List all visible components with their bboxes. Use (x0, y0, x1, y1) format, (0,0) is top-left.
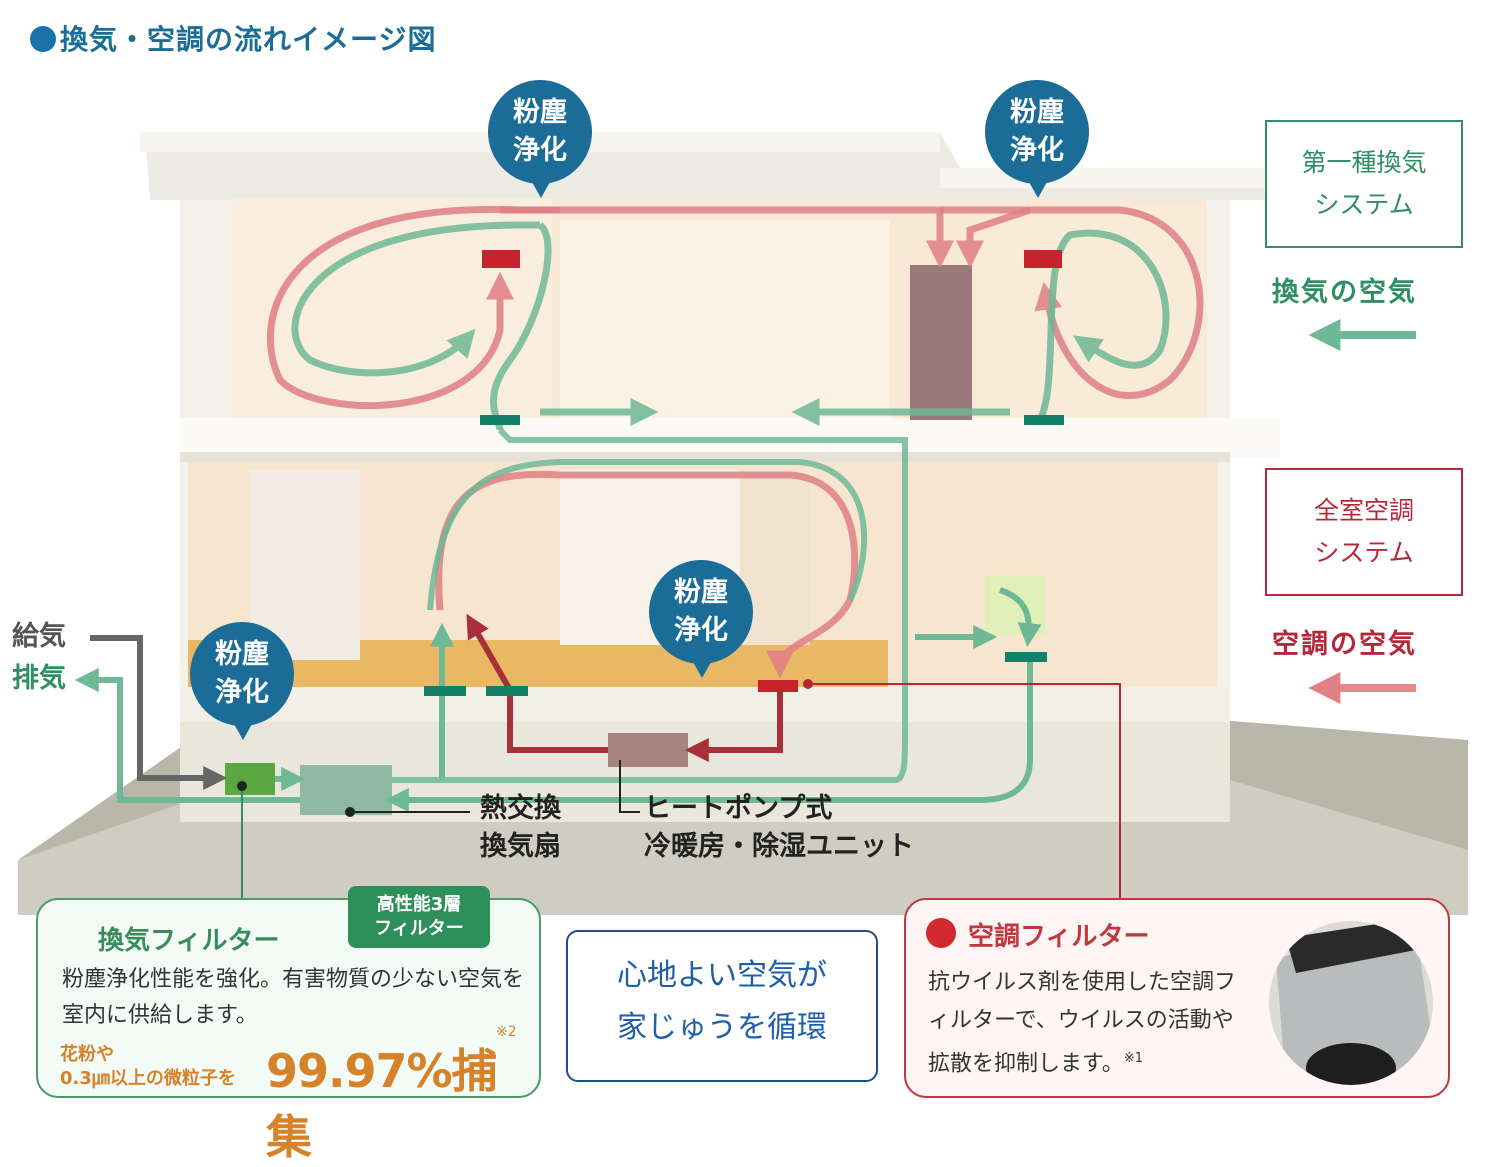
legend-ac-box: 全室空調 システム (1265, 468, 1463, 596)
dust-bubble-4: 粉塵浄化 (190, 622, 294, 740)
center-line2: 家じゅうを循環 (617, 1010, 827, 1045)
vent-red-lower (758, 680, 798, 692)
vent-flow-upper-right (1036, 229, 1170, 422)
ac-filter-body: 抗ウイルス剤を使用した空調フィルターで、ウイルスの活動や拡散を抑制します。※1 (928, 964, 1248, 1083)
bubble-line1: 粉塵 (1010, 97, 1064, 128)
bubble-line2: 浄化 (215, 677, 269, 708)
bubble-line1: 粉塵 (215, 639, 269, 670)
heat-pump-label-line2: 冷暖房・除湿ユニット (644, 831, 914, 862)
supply-path (90, 635, 228, 790)
bubble-line1: 粉塵 (674, 577, 728, 608)
filter-badge-line1: 高性能3層 (376, 894, 462, 915)
ac-flow-upper-left (266, 205, 560, 410)
heat-exchanger-label-line2: 換気扇 (480, 831, 561, 862)
note-1: ※1 (1123, 1051, 1143, 1066)
ac-filter-title: 空調フィルター (968, 922, 1150, 952)
house-illustration (18, 132, 1468, 915)
vent-small-line2: 0.3㎛以上の微粒子を (60, 1068, 236, 1089)
bubble-line1: 粉塵 (513, 97, 567, 128)
heat-exchanger-label-line1: 熱交換 (480, 793, 561, 824)
title-text: 換気・空調の流れイメージ図 (60, 23, 437, 56)
capture-rate: 99.97%捕集 (266, 1044, 498, 1164)
exhaust-label: 排気 (12, 663, 66, 694)
heat-pump-unit (608, 733, 688, 767)
vent-small-line1: 花粉や (60, 1044, 114, 1065)
filter-badge: 高性能3層 フィルター (348, 886, 490, 948)
vent-red-upper-left (482, 250, 520, 268)
legend-vent-box: 第一種換気 システム (1265, 120, 1463, 248)
heat-exchanger-unit (300, 765, 392, 815)
vent-green-lower-2 (486, 686, 528, 696)
supply-label: 給気 (12, 621, 66, 652)
duct-tower (910, 265, 972, 420)
dust-bubble-3: 粉塵浄化 (649, 560, 753, 678)
ac-filter-panel: 空調フィルター 抗ウイルス剤を使用した空調フィルターで、ウイルスの活動や拡散を抑… (904, 898, 1450, 1098)
note-2: ※2 (496, 1024, 517, 1040)
dust-bubble-2: 粉塵浄化 (985, 80, 1089, 198)
vent-flow-upper-left (291, 221, 540, 377)
vent-filter-body: 粉塵浄化性能を強化。有害物質の少ない空気を室内に供給します。 (62, 967, 525, 1028)
legend-vent-label: 換気の空気 (1272, 277, 1417, 308)
center-message-panel: 心地よい空気が 家じゅうを循環 (566, 930, 878, 1082)
vent-red-upper-right (1024, 250, 1062, 268)
heat-exchanger-label: 熱交換 換気扇 (480, 790, 561, 866)
vent-filter-panel: 換気フィルター 高性能3層 フィルター 粉塵浄化性能を強化。有害物質の少ない空気… (36, 886, 541, 1164)
bubble-line2: 浄化 (513, 135, 567, 166)
foundation (180, 687, 1230, 722)
vent-green-lower-3 (1005, 652, 1047, 662)
dust-bubble-1: 粉塵浄化 (488, 80, 592, 198)
center-line1: 心地よい空気が (617, 958, 827, 993)
vent-green-lower-1 (424, 686, 466, 696)
filter-image (1269, 921, 1433, 1085)
ac-filter-body-text: 抗ウイルス剤を使用した空調フィルターで、ウイルスの活動や拡散を抑制します。 (928, 970, 1237, 1077)
vent-filter-title: 換気フィルター (98, 926, 280, 956)
bubble-line2: 浄化 (674, 615, 728, 646)
heat-pump-label-line1: ヒートポンプ式 (644, 793, 833, 824)
bubble-line2: 浄化 (1010, 135, 1064, 166)
exhaust-path (74, 668, 300, 803)
legend-vent-box-line2: システム (1314, 190, 1414, 219)
vent-flow-lower (427, 459, 868, 611)
title-bullet-icon (30, 26, 56, 52)
vent-green-upper-left (480, 415, 520, 425)
vent-green-upper-right (1024, 415, 1064, 425)
heat-pump-label: ヒートポンプ式 冷暖房・除湿ユニット (644, 790, 914, 866)
legend-vent-box-line1: 第一種換気 (1301, 148, 1427, 177)
legend-ac-label: 空調の空気 (1272, 629, 1417, 660)
filter-badge-line2: フィルター (374, 918, 464, 939)
page-title: 換気・空調の流れイメージ図 (30, 18, 436, 58)
ac-bullet-icon (926, 918, 956, 948)
legend-ac-box-line1: 全室空調 (1313, 496, 1414, 525)
legend-ac-box-line2: システム (1314, 538, 1414, 567)
